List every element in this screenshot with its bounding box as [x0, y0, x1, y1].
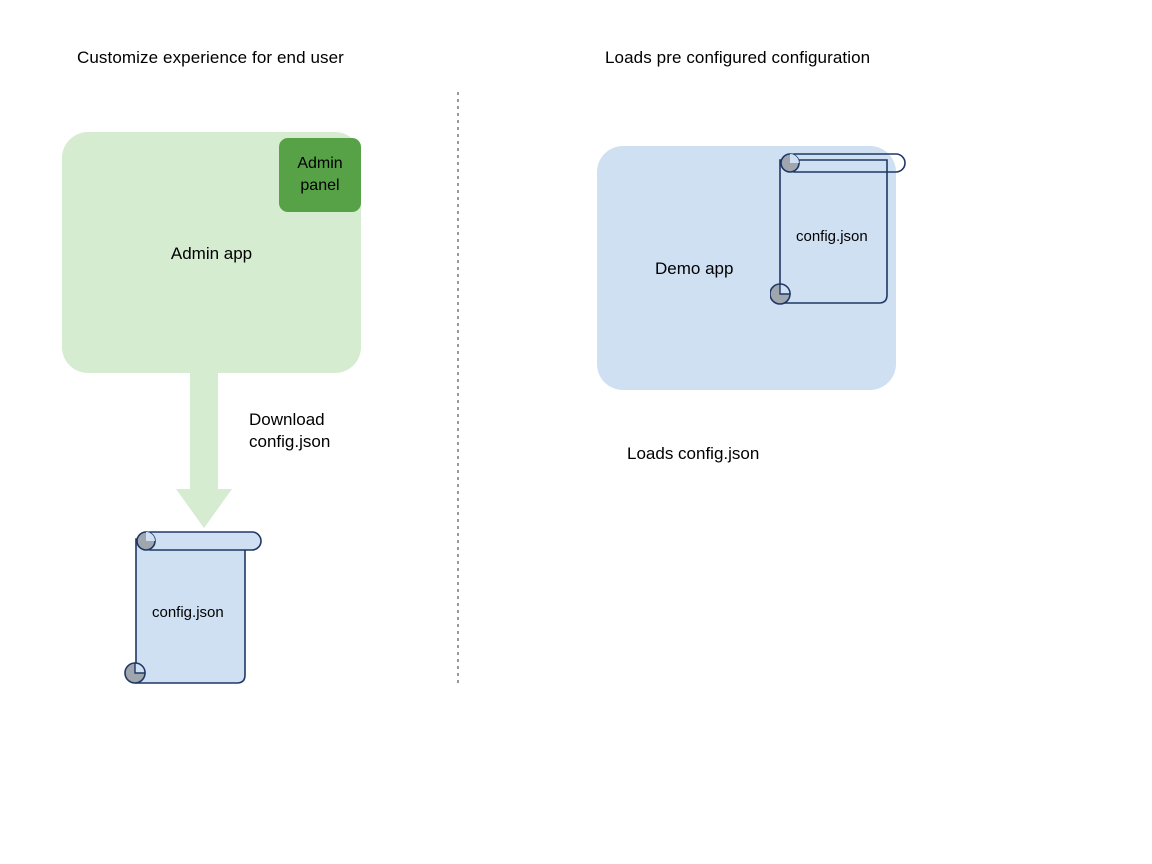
- column-divider: [457, 92, 459, 687]
- right-column-heading: Loads pre configured configuration: [605, 48, 871, 67]
- scroll-shape-icon: [769, 153, 906, 305]
- admin-panel-badge[interactable]: Admin panel: [279, 138, 361, 212]
- download-arrow-icon: [176, 371, 232, 528]
- loads-config-caption: Loads config.json: [627, 444, 760, 463]
- left-column-heading: Customize experience for end user: [77, 48, 344, 67]
- admin-panel-badge-label: Admin panel: [297, 155, 343, 194]
- demo-app-label: Demo app: [655, 259, 734, 278]
- download-config-caption: Download config.json: [249, 410, 331, 451]
- config-json-document-right[interactable]: config.json: [769, 148, 915, 313]
- config-json-label-left: config.json: [152, 604, 224, 621]
- admin-app-label: Admin app: [170, 244, 253, 263]
- scroll-shape-icon: [124, 531, 262, 684]
- demo-app-box[interactable]: Demo app: [597, 146, 896, 390]
- config-json-label-right: config.json: [796, 228, 868, 245]
- config-json-document-left[interactable]: config.json: [118, 525, 268, 693]
